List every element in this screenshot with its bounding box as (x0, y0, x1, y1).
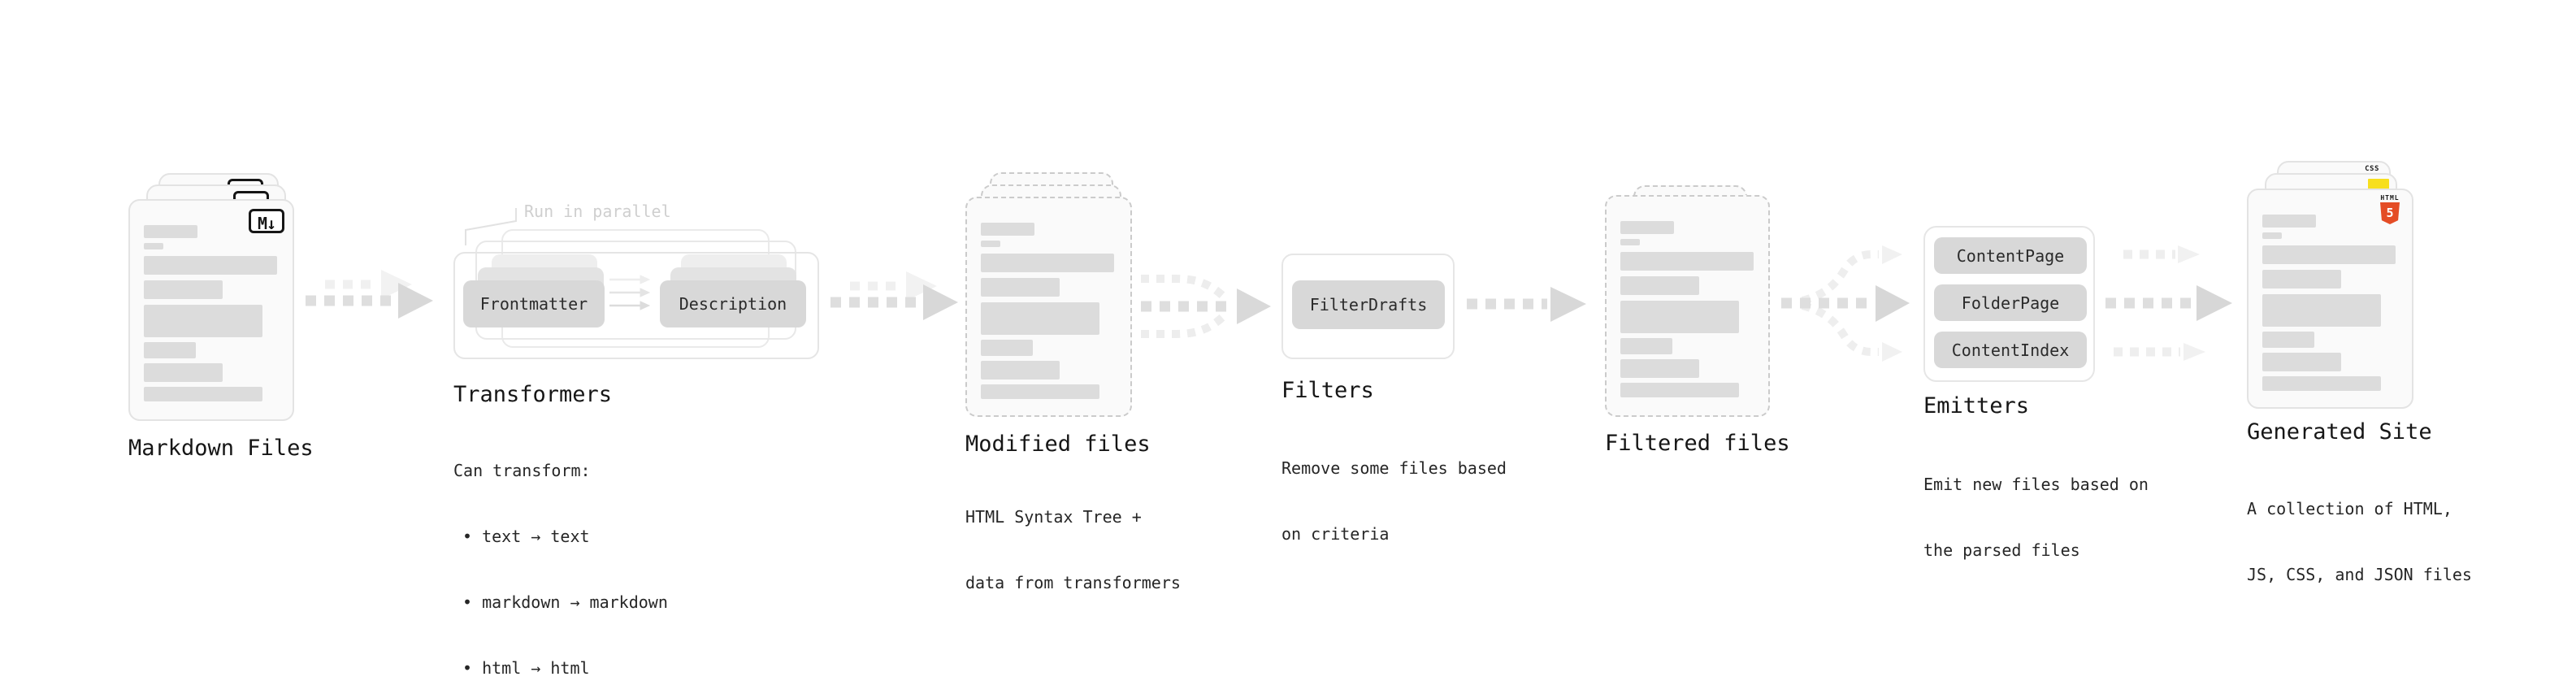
html-file-card: HTML 5 (2247, 189, 2413, 409)
filters-frame (1281, 254, 1455, 359)
markdown-files-stack: M↓ M↓ M↓ (128, 173, 324, 421)
skeleton-text-line (2262, 376, 2381, 391)
skeleton-text-line (1620, 338, 1672, 354)
skeleton-text-line (1620, 252, 1754, 271)
run-in-parallel-leader-line (465, 208, 517, 245)
skeleton-text-line (2262, 332, 2314, 348)
skeleton-text-line (1620, 301, 1739, 333)
details-line: the parsed files (1923, 540, 2080, 560)
emitter-content-index-pill: ContentIndex (1934, 332, 2087, 368)
skeleton-text-line (2262, 232, 2282, 239)
css-icon-label: CSS (2365, 165, 2379, 173)
details-line: • markdown → markdown (462, 592, 668, 612)
details-line: Can transform: (453, 461, 591, 480)
generated-site-details: A collection of HTML, JS, CSS, and JSON … (2247, 454, 2472, 630)
skeleton-text-line (1620, 276, 1699, 295)
arrow-fanout-to-emitters (1781, 245, 1910, 362)
generated-site-caption: Generated Site (2247, 419, 2432, 445)
details-line: data from transformers (965, 573, 1181, 592)
details-line: HTML Syntax Tree + (965, 507, 1142, 527)
skeleton-text-line (2262, 294, 2381, 327)
skeleton-text-line (2262, 270, 2341, 288)
markdown-files-caption: Markdown Files (128, 436, 314, 461)
filtered-files-caption: Filtered files (1605, 431, 1790, 456)
skeleton-text-line (981, 302, 1099, 335)
arrow-transformers-to-modified (830, 271, 958, 320)
modified-files-caption: Modified files (965, 432, 1151, 457)
skeleton-text-line (2262, 245, 2396, 264)
filtered-files-stack (1605, 185, 1776, 419)
transformers-frame-front (453, 252, 819, 359)
filtered-file-card-front (1605, 195, 1770, 417)
generated-site-stack: CSS HTML 5 (2247, 161, 2434, 410)
run-in-parallel-note: Run in parallel (524, 202, 671, 221)
html5-icon-label: HTML (2380, 194, 2400, 202)
skeleton-text-line (981, 241, 1000, 247)
emitters-caption: Emitters (1923, 393, 2030, 419)
modified-files-details: HTML Syntax Tree + data from transformer… (965, 462, 1181, 638)
skeleton-text-line (981, 361, 1060, 380)
js-icon (2368, 179, 2389, 191)
html5-icon: HTML 5 (2379, 194, 2400, 224)
transformer-description-pill: Description (660, 280, 806, 327)
skeleton-text-line (981, 223, 1034, 236)
details-line: Emit new files based on (1923, 475, 2149, 494)
skeleton-text-line (1620, 383, 1739, 397)
filters-caption: Filters (1281, 378, 1374, 403)
skeleton-text-line (1620, 239, 1640, 245)
transformer-frontmatter-pill: Frontmatter (463, 280, 605, 327)
arrows-emitters-to-generated (2105, 245, 2232, 361)
details-line: on criteria (1281, 524, 1390, 544)
skeleton-text-line (1620, 221, 1674, 234)
skeleton-text-line (144, 342, 196, 358)
details-line: • text → text (462, 527, 590, 546)
skeleton-text-line (981, 340, 1033, 356)
transformers-details: Can transform: • text → text • markdown … (453, 416, 668, 681)
skeleton-text-line (981, 254, 1114, 272)
details-line: A collection of HTML, (2247, 499, 2452, 518)
parallel-step-arrows (609, 275, 651, 310)
modified-files-stack (965, 172, 1156, 417)
emitter-folder-page-pill: FolderPage (1934, 284, 2087, 321)
arrow-markdown-to-transformers (306, 270, 433, 319)
filter-drafts-pill: FilterDrafts (1292, 280, 1445, 329)
markdown-icon: M↓ (249, 209, 284, 233)
filters-details: Remove some files based on criteria (1281, 414, 1507, 589)
skeleton-text-line (144, 256, 277, 275)
skeleton-text-line (144, 225, 197, 238)
details-line: • html → html (462, 658, 590, 678)
details-line: JS, CSS, and JSON files (2247, 565, 2472, 584)
details-line: Remove some files based (1281, 458, 1507, 478)
arrow-filters-to-filtered (1467, 287, 1586, 322)
emitters-frame (1923, 226, 2095, 382)
skeleton-text-line (144, 280, 223, 299)
emitters-details: Emit new files based on the parsed files (1923, 430, 2149, 605)
html5-icon-shield: 5 (2380, 202, 2400, 224)
skeleton-text-line (981, 384, 1099, 399)
arrow-merge-to-filters (1141, 275, 1271, 338)
skeleton-text-line (144, 387, 262, 401)
markdown-file-card-front: M↓ (128, 199, 294, 421)
skeleton-text-line (144, 363, 223, 382)
emitter-content-page-pill: ContentPage (1934, 237, 2087, 274)
modified-file-card-front (965, 197, 1132, 417)
skeleton-text-line (2262, 353, 2341, 371)
skeleton-text-line (144, 305, 262, 337)
skeleton-text-line (144, 243, 163, 249)
skeleton-text-line (1620, 359, 1699, 378)
skeleton-text-line (981, 278, 1060, 297)
transformers-caption: Transformers (453, 382, 613, 407)
skeleton-text-line (2262, 215, 2316, 228)
